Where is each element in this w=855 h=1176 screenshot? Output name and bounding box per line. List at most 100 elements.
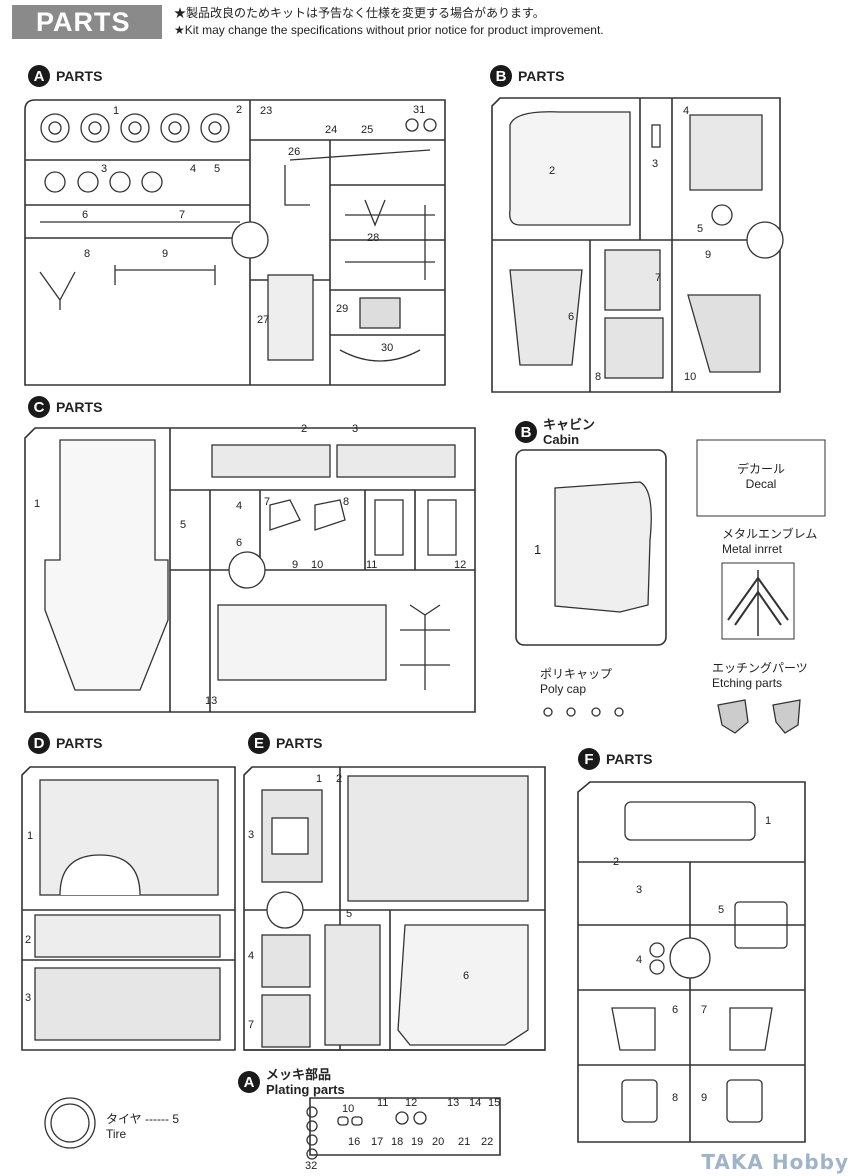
part-number: 9 xyxy=(162,248,169,260)
part-number: 5 xyxy=(346,908,353,920)
metal-label: メタルエンブレム Metal inrret xyxy=(722,527,817,557)
part-number: 32 xyxy=(305,1160,318,1172)
part-number: 28 xyxy=(367,232,380,244)
plating-heading: A メッキ部品 Plating parts xyxy=(238,1067,345,1097)
section-f-letter: F xyxy=(578,748,600,770)
part-number: 22 xyxy=(481,1136,494,1148)
section-e-label: PARTS xyxy=(276,735,323,751)
section-b-label: PARTS xyxy=(518,68,565,84)
part-number: 2 xyxy=(301,423,308,435)
tire-count: 5 xyxy=(172,1112,179,1126)
part-number: 2 xyxy=(613,856,620,868)
section-d-letter: D xyxy=(28,732,50,754)
part-number: 10 xyxy=(311,559,324,571)
tire-dots: ------ xyxy=(144,1112,169,1126)
polycap-label-jp: ポリキャップ xyxy=(540,667,613,681)
section-d-heading: D PARTS xyxy=(28,732,102,754)
polycap-label-en: Poly cap xyxy=(540,682,587,696)
part-number: 1 xyxy=(765,815,772,827)
part-number: 6 xyxy=(236,537,243,549)
part-number: 2 xyxy=(336,773,343,785)
section-a-heading: A PARTS xyxy=(28,65,102,87)
part-number: 5 xyxy=(180,519,187,531)
watermark: TAKA Hobby xyxy=(701,1150,849,1174)
tire-label-en: Tire xyxy=(106,1127,127,1141)
part-number: 1 xyxy=(316,773,323,785)
cabin-label-en: Cabin xyxy=(543,432,580,447)
part-number: 30 xyxy=(381,342,394,354)
plating-label-jp: メッキ部品 xyxy=(266,1067,332,1082)
part-number: 15 xyxy=(488,1097,501,1109)
part-number: 8 xyxy=(343,496,350,508)
cabin-letter: B xyxy=(515,421,537,443)
part-number: 18 xyxy=(391,1136,404,1148)
part-number: 17 xyxy=(371,1136,384,1148)
part-number: 2 xyxy=(25,934,32,946)
section-f-heading: F PARTS xyxy=(578,748,652,770)
etching-label-en: Etching parts xyxy=(712,676,783,690)
part-number: 4 xyxy=(236,500,243,512)
etching-label-jp: エッチングパーツ xyxy=(712,661,808,675)
section-d-label: PARTS xyxy=(56,735,103,751)
decal-label-en: Decal xyxy=(745,477,777,491)
section-a-letter: A xyxy=(28,65,50,87)
part-number: 3 xyxy=(652,158,659,170)
part-number: 6 xyxy=(672,1004,679,1016)
part-number: 12 xyxy=(405,1097,418,1109)
part-number: 6 xyxy=(82,209,89,221)
part-number: 4 xyxy=(683,105,690,117)
decal-label-jp: デカール xyxy=(736,462,785,476)
section-b-letter: B xyxy=(490,65,512,87)
part-number: 25 xyxy=(361,124,374,136)
part-number: 29 xyxy=(336,303,349,315)
part-number: 14 xyxy=(469,1097,482,1109)
part-number: 7 xyxy=(655,272,662,284)
note-japanese: ★製品改良のためキットは予告なく仕様を変更する場合があります。 xyxy=(174,6,545,20)
part-number: 3 xyxy=(636,884,643,896)
part-number: 10 xyxy=(342,1103,355,1115)
part-number: 19 xyxy=(411,1136,424,1148)
part-number: 31 xyxy=(413,104,426,116)
page-title: PARTS xyxy=(12,5,162,39)
section-e-letter: E xyxy=(248,732,270,754)
part-number: 1 xyxy=(27,830,34,842)
part-number: 11 xyxy=(377,1097,389,1109)
part-number: 12 xyxy=(454,559,467,571)
part-number: 8 xyxy=(595,371,602,383)
part-number: 1 xyxy=(34,498,41,510)
part-number: 5 xyxy=(697,223,704,235)
part-number: 1 xyxy=(534,542,542,557)
section-a-label: PARTS xyxy=(56,68,103,84)
decal-label: デカール Decal xyxy=(697,462,825,492)
part-number: 7 xyxy=(701,1004,708,1016)
part-number: 11 xyxy=(366,559,378,571)
part-number: 13 xyxy=(447,1097,460,1109)
part-number: 8 xyxy=(672,1092,679,1104)
part-number: 24 xyxy=(325,124,338,136)
part-number: 9 xyxy=(705,249,712,261)
section-c-label: PARTS xyxy=(56,399,103,415)
part-number: 7 xyxy=(179,209,186,221)
part-number: 16 xyxy=(348,1136,361,1148)
part-number: 3 xyxy=(25,992,32,1004)
part-number: 21 xyxy=(458,1136,471,1148)
part-number: 2 xyxy=(236,104,243,116)
metal-label-en: Metal inrret xyxy=(722,542,783,556)
cabin-label-jp: キャビン xyxy=(543,417,596,432)
part-number: 26 xyxy=(288,146,301,158)
part-number: 13 xyxy=(205,695,218,707)
part-number: 10 xyxy=(684,371,697,383)
part-number: 20 xyxy=(432,1136,445,1148)
etching-label: エッチングパーツ Etching parts xyxy=(712,661,808,691)
part-number: 9 xyxy=(701,1092,708,1104)
part-number: 4 xyxy=(248,950,255,962)
part-number: 23 xyxy=(260,105,273,117)
part-number: 3 xyxy=(352,423,359,435)
part-number: 27 xyxy=(257,314,270,326)
part-number: 8 xyxy=(84,248,91,260)
tire-label-jp: タイヤ xyxy=(106,1112,142,1126)
section-e-heading: E PARTS xyxy=(248,732,322,754)
part-number: 6 xyxy=(568,311,575,323)
part-number: 1 xyxy=(113,105,120,117)
